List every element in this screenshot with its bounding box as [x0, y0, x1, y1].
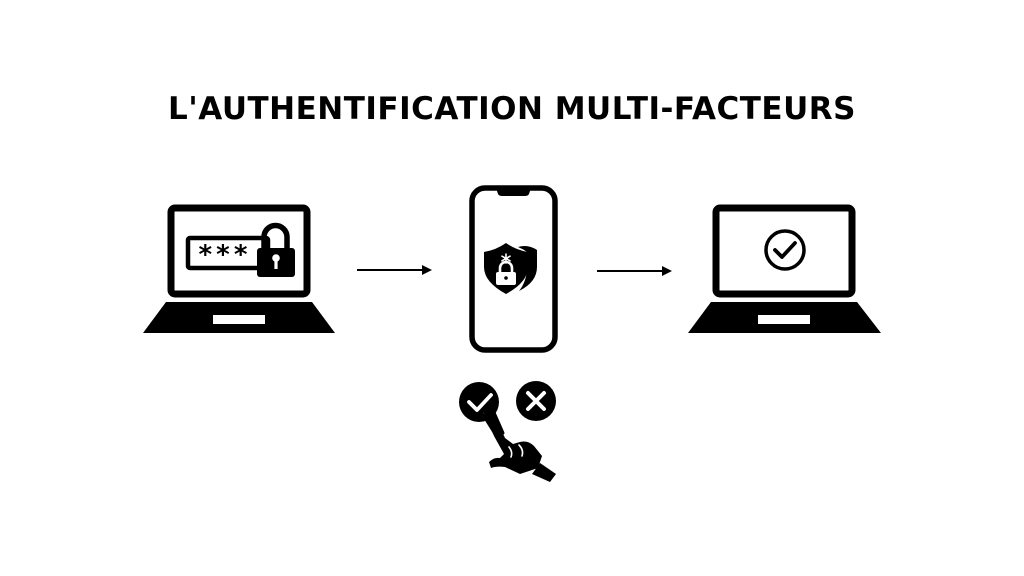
arrow-right-icon [597, 266, 672, 276]
password-mask: *** [198, 240, 251, 270]
deny-x-icon [516, 381, 556, 421]
diagram-title: L'AUTHENTIFICATION MULTI-FACTEURS [168, 91, 856, 127]
pointing-hand-icon [480, 405, 556, 482]
arrow-right-icon [357, 265, 432, 275]
laptop-checkmark-icon [688, 204, 881, 333]
padlock-icon [257, 222, 295, 277]
checkmark-circle-icon [764, 229, 806, 271]
password-field-icon: *** [185, 235, 271, 271]
laptop-password-lock-icon: *** [143, 204, 335, 333]
smartphone-shield-icon [469, 185, 558, 353]
